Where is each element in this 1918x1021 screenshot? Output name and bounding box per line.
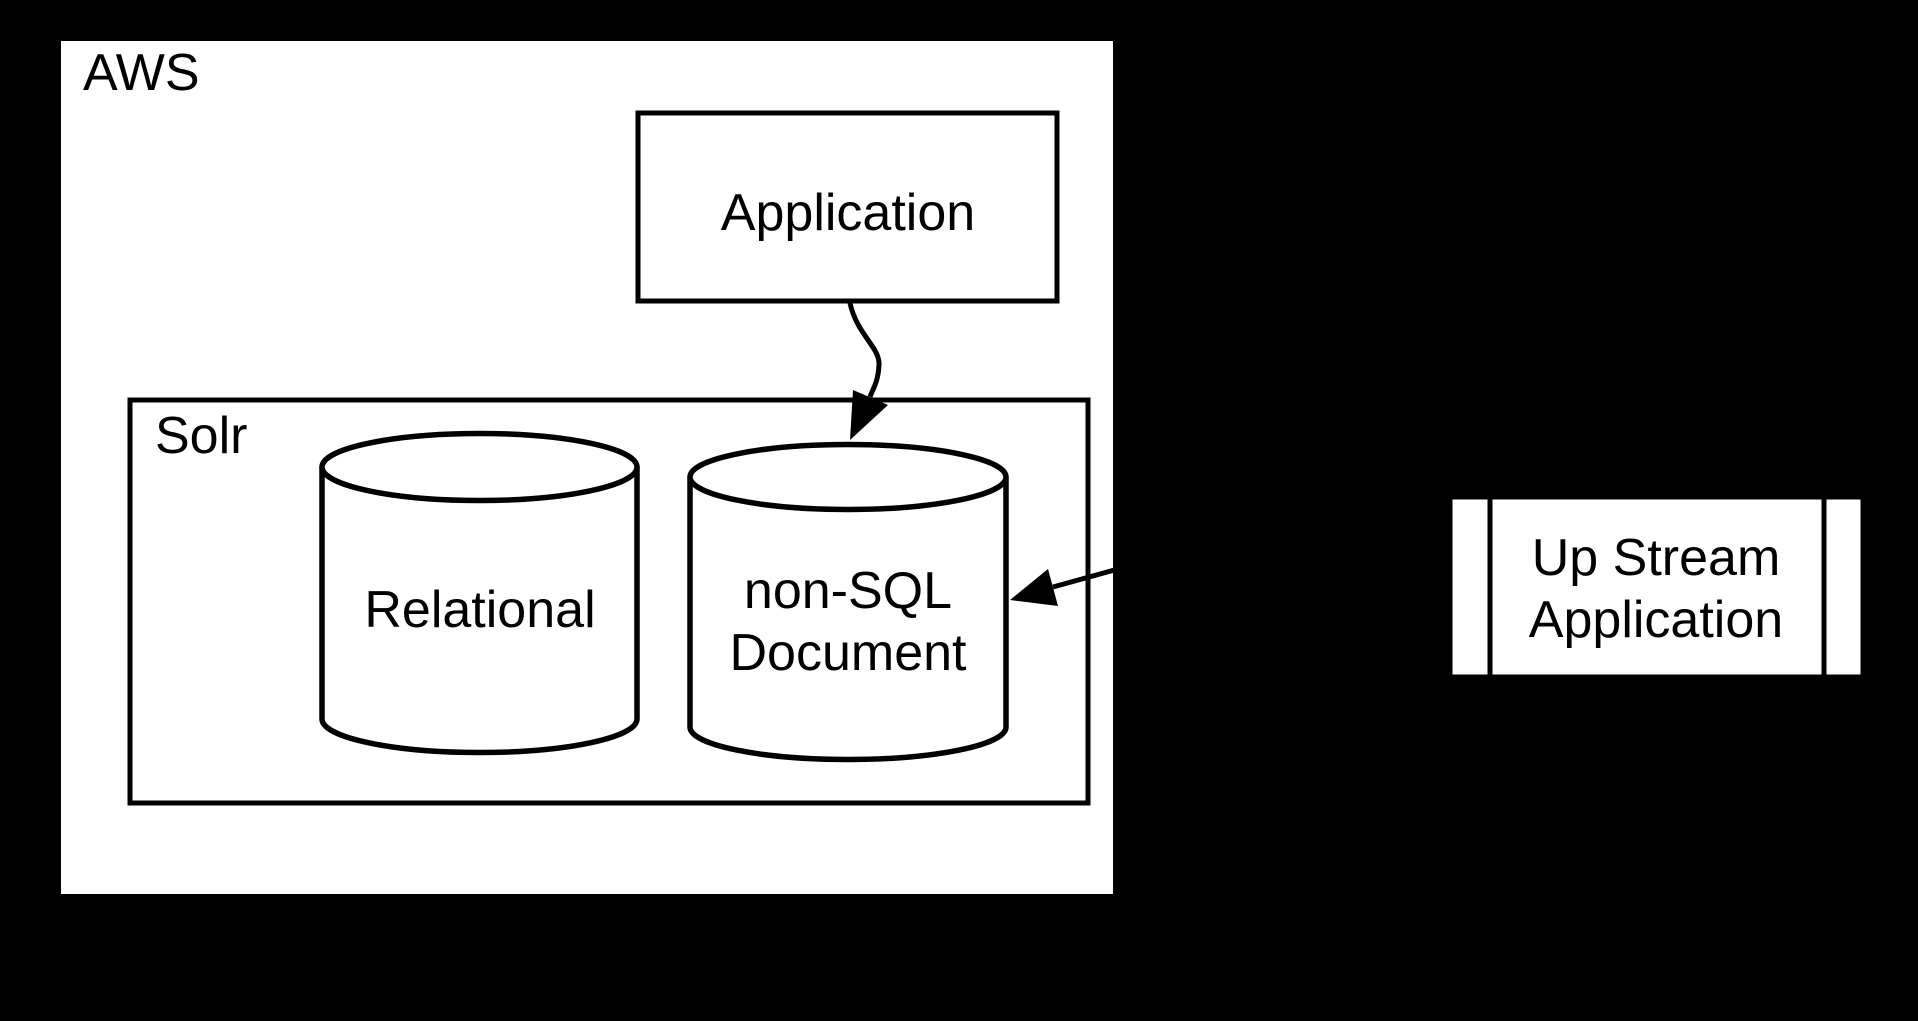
edge-upstream-to-nonsql-line [1052, 475, 1448, 590]
nonsql-db-cylinder-top [687, 441, 1009, 513]
edge-upstream-to-nonsql [1010, 475, 1448, 606]
upstream-application-label-line2: Application [1529, 591, 1783, 649]
arrowhead-upstream-to-nonsql [1010, 569, 1058, 606]
aws-label: AWS [83, 44, 200, 102]
relational-db-label: Relational [364, 581, 595, 639]
nonsql-db-label-line2: Document [730, 624, 968, 682]
relational-db-cylinder-body [319, 467, 640, 756]
upstream-application-label-line1: Up Stream [1532, 529, 1781, 587]
application-label: Application [721, 184, 975, 242]
arrowhead-application-to-nonsql [850, 390, 888, 440]
application-node-group: Application [635, 110, 1060, 304]
nonsql-db-cylinder-body [687, 477, 1009, 763]
application-node [635, 110, 1060, 304]
solr-label: Solr [155, 407, 247, 465]
nonsql-db-node: non-SQL Document [687, 441, 1009, 763]
relational-db-cylinder-top [319, 430, 640, 504]
nonsql-db-label-line1: non-SQL [744, 562, 952, 620]
edge-application-to-nonsql-line [847, 302, 882, 398]
relational-db-node: Relational [319, 430, 640, 756]
upstream-application-box [1447, 494, 1866, 680]
upstream-application-node: Up Stream Application [1447, 494, 1866, 680]
edge-application-to-nonsql [847, 302, 888, 440]
